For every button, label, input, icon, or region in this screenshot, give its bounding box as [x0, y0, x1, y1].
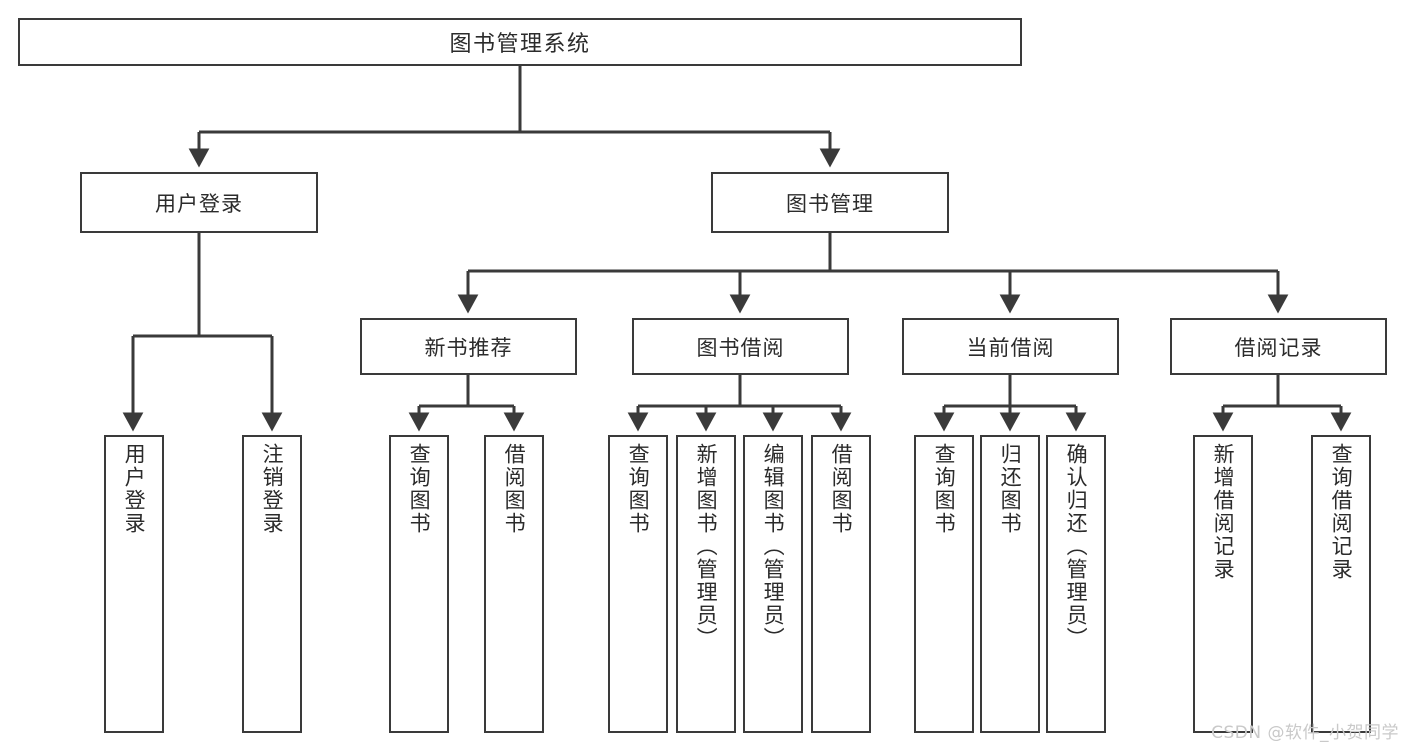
- leaf-current-confirm-return-admin[interactable]: 确认归还（管理员）: [1046, 435, 1106, 733]
- leaf-label: 用户登录: [122, 443, 147, 535]
- leaf-label: 查询图书: [626, 443, 651, 535]
- leaf-borrow-borrow-book[interactable]: 借阅图书: [811, 435, 871, 733]
- leaf-borrow-add-book-admin[interactable]: 新增图书（管理员）: [676, 435, 736, 733]
- node-book-borrow[interactable]: 图书借阅: [632, 318, 849, 375]
- leaf-label: 编辑图书（管理员）: [761, 443, 786, 650]
- leaf-label: 查询借阅记录: [1329, 443, 1354, 581]
- leaf-record-add-borrow-record[interactable]: 新增借阅记录: [1193, 435, 1253, 733]
- node-current-borrow[interactable]: 当前借阅: [902, 318, 1119, 375]
- node-book-management[interactable]: 图书管理: [711, 172, 949, 233]
- leaf-record-query-borrow-record[interactable]: 查询借阅记录: [1311, 435, 1371, 733]
- node-label: 用户登录: [155, 191, 243, 216]
- leaf-user-login[interactable]: 用户登录: [104, 435, 164, 733]
- node-label: 借阅记录: [1234, 335, 1323, 360]
- leaf-recommend-borrow-book[interactable]: 借阅图书: [484, 435, 544, 733]
- node-label: 当前借阅: [966, 335, 1055, 360]
- leaf-borrow-edit-book-admin[interactable]: 编辑图书（管理员）: [743, 435, 803, 733]
- leaf-label: 归还图书: [998, 443, 1023, 535]
- node-label: 新书推荐: [424, 335, 513, 360]
- node-user-login[interactable]: 用户登录: [80, 172, 318, 233]
- leaf-user-logout[interactable]: 注销登录: [242, 435, 302, 733]
- leaf-label: 查询图书: [407, 443, 432, 535]
- leaf-borrow-query-book[interactable]: 查询图书: [608, 435, 668, 733]
- leaf-label: 确认归还（管理员）: [1064, 443, 1089, 650]
- leaf-label: 新增借阅记录: [1211, 443, 1236, 581]
- leaf-current-return-book[interactable]: 归还图书: [980, 435, 1040, 733]
- leaf-current-query-book[interactable]: 查询图书: [914, 435, 974, 733]
- node-label: 图书借阅: [696, 335, 785, 360]
- node-root-system[interactable]: 图书管理系统: [18, 18, 1022, 66]
- leaf-label: 借阅图书: [829, 443, 854, 535]
- leaf-recommend-query-book[interactable]: 查询图书: [389, 435, 449, 733]
- leaf-label: 借阅图书: [502, 443, 527, 535]
- leaf-label: 新增图书（管理员）: [694, 443, 719, 650]
- leaf-label: 注销登录: [260, 443, 285, 535]
- node-new-book-recommend[interactable]: 新书推荐: [360, 318, 577, 375]
- watermark: CSDN @软件_小贺同学: [1211, 723, 1399, 743]
- node-borrow-record[interactable]: 借阅记录: [1170, 318, 1387, 375]
- leaf-label: 查询图书: [932, 443, 957, 535]
- node-label: 图书管理系统: [449, 32, 591, 57]
- node-label: 图书管理: [786, 191, 874, 216]
